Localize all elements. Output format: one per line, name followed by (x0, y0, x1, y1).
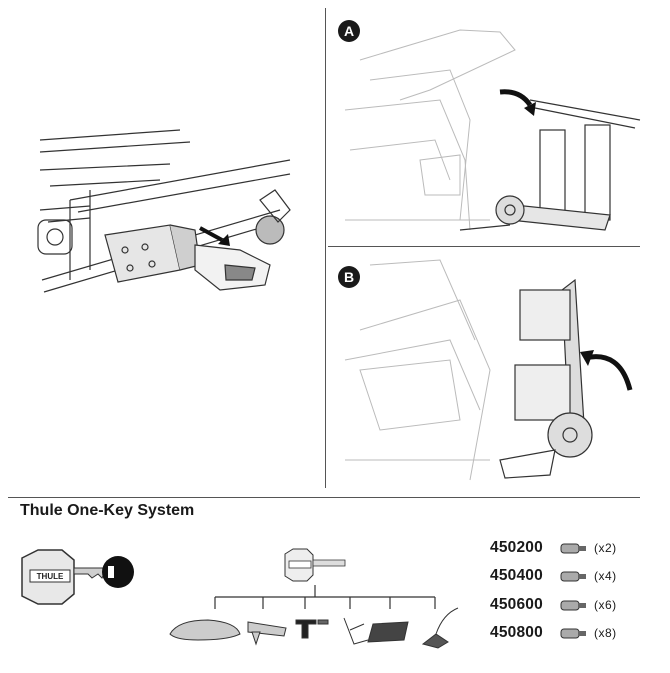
kit-code: 450600 (490, 596, 543, 613)
lock-cylinder-icon (284, 548, 346, 582)
kit-row: 450600 (x6) (490, 594, 617, 616)
compatibility-tree (214, 585, 436, 609)
vertical-divider (325, 8, 326, 488)
hitch-release-illustration (37, 129, 291, 293)
tilt-rack-illustration-a (344, 29, 641, 231)
section-title: Thule One-Key System (20, 502, 195, 519)
tilt-arrow-icon-b (584, 354, 633, 391)
lock-cylinder-icon (560, 571, 586, 582)
tilt-arrow-icon (499, 89, 533, 107)
lock-cylinder-icon (560, 543, 586, 554)
cargo-basket-icon (367, 621, 409, 643)
accessory-icons (169, 607, 459, 649)
kit-code: 450800 (490, 624, 543, 641)
roof-box-icon (169, 619, 241, 641)
step-a-badge: A (338, 20, 360, 42)
kit-row: 450200 (x2) (490, 537, 617, 559)
lock-cylinder-icon (560, 628, 586, 639)
kit-count: (x8) (594, 626, 617, 640)
key-brand-text: THULE (37, 572, 64, 581)
kit-code: 450200 (490, 539, 543, 556)
panel-divider (328, 246, 640, 247)
kit-row: 450400 (x4) (490, 565, 617, 587)
fork-mount-icon (343, 617, 369, 645)
arrow-icon (199, 226, 223, 242)
roof-rack-foot-icon (295, 619, 317, 639)
section-divider (8, 497, 640, 498)
kit-count: (x4) (594, 569, 617, 583)
lock-cylinder-icon (560, 600, 586, 611)
kit-code: 450400 (490, 567, 543, 584)
kit-count: (x2) (594, 541, 617, 555)
kit-count: (x6) (594, 598, 617, 612)
step-b-badge: B (338, 266, 360, 288)
kit-row: 450800 (x8) (490, 622, 617, 644)
towbar-bike-rack-icon (421, 633, 449, 649)
key-icon: THULE (21, 549, 134, 605)
tilt-rack-illustration-b (344, 259, 633, 481)
